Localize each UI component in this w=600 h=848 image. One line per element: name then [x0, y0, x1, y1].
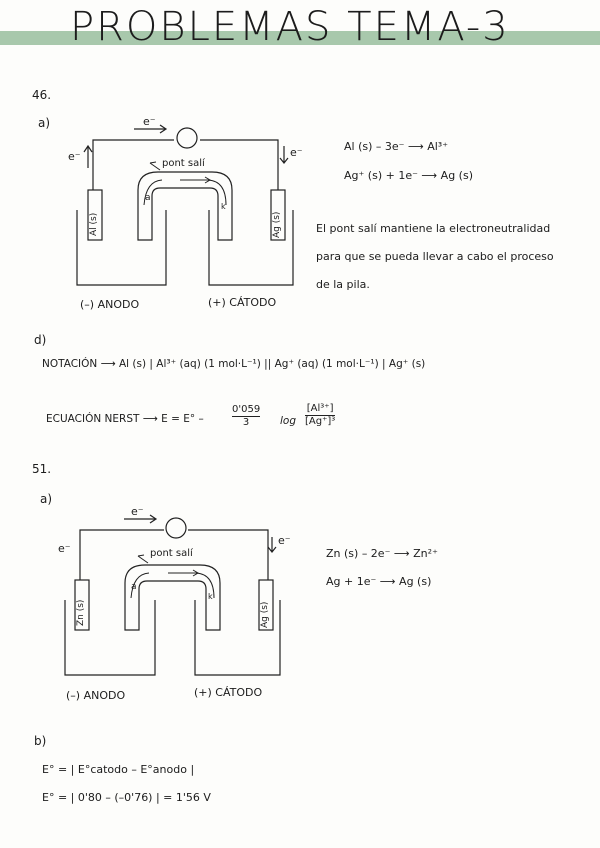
- electron-label-left: e⁻: [68, 150, 81, 163]
- explanation-line-2: para que se pueda llevar a cabo el proce…: [316, 250, 554, 263]
- electron-label-right: e⁻: [290, 146, 303, 159]
- salt-bridge-label: pont salí: [150, 548, 193, 559]
- half-reaction-cathode: Ag + 1e⁻ ⟶ Ag (s): [326, 575, 432, 588]
- fraction-bar: [232, 416, 261, 417]
- standard-potential-formula: E° = | E°catodo – E°anodo |: [42, 763, 195, 776]
- standard-potential-result: E° = | 0'80 – (–0'76) | = 1'56 V: [42, 791, 211, 804]
- nernst-label: ECUACIÓN NERST ⟶ E = E° –: [46, 413, 204, 425]
- salt-bridge-label: pont salí: [162, 158, 205, 169]
- problem-51-part-a: a): [40, 492, 53, 506]
- half-reaction-anode: Zn (s) – 2e⁻ ⟶ Zn²⁺: [326, 547, 438, 560]
- problem-46-part-d: d): [34, 333, 47, 347]
- salt-bridge-cation: k: [221, 202, 226, 211]
- nernst-coefficient-numerator: 0'059: [232, 404, 261, 415]
- nernst-quotient-numerator: [Al³⁺]: [306, 403, 334, 414]
- nernst-quotient-denominator: [Ag⁺]³: [305, 416, 336, 427]
- nernst-coefficient-denominator: 3: [242, 417, 250, 428]
- electrode-right-label: Ag (s): [260, 601, 270, 628]
- anode-label: (–) ANODO: [80, 298, 140, 311]
- electron-label-top: e⁻: [143, 115, 156, 128]
- cell-notation: NOTACIÓN ⟶ Al (s) | Al³⁺ (aq) (1 mol·L⁻¹…: [42, 358, 426, 370]
- electron-label-top: e⁻: [131, 505, 144, 518]
- problem-46-part-a: a): [38, 116, 51, 130]
- title-highlight: [0, 31, 600, 45]
- anode-label: (–) ANODO: [66, 689, 126, 702]
- nernst-log: log: [280, 415, 297, 427]
- explanation-line-1: El pont salí mantiene la electroneutrali…: [316, 222, 551, 235]
- fraction-bar: [305, 415, 336, 416]
- salt-bridge-anion: a: [131, 582, 137, 592]
- electrode-left-label: Al (s): [89, 212, 99, 236]
- cathode-label: (+) CÁTODO: [194, 686, 263, 699]
- cell-diagram-46: [76, 124, 294, 286]
- electron-label-right: e⁻: [278, 534, 291, 547]
- salt-bridge-anion: a: [145, 193, 151, 203]
- page-title: PROBLEMAS TEMA-3: [70, 4, 510, 50]
- half-reaction-anode: Al (s) – 3e⁻ ⟶ Al³⁺: [344, 140, 449, 153]
- problem-46-number: 46.: [32, 88, 52, 102]
- nernst-quotient: [Al³⁺] [Ag⁺]³: [305, 403, 336, 428]
- electron-label-left: e⁻: [58, 542, 71, 555]
- electrode-left-label: Zn (s): [76, 599, 86, 626]
- half-reaction-cathode: Ag⁺ (s) + 1e⁻ ⟶ Ag (s): [344, 169, 473, 182]
- cell-diagram-51: [64, 514, 281, 676]
- nernst-coefficient: 0'059 3: [232, 404, 261, 429]
- problem-51-number: 51.: [32, 462, 52, 476]
- salt-bridge-cation: k: [208, 592, 213, 601]
- electrode-right-label: Ag (s): [272, 211, 282, 238]
- explanation-line-3: de la pila.: [316, 278, 370, 291]
- cathode-label: (+) CÁTODO: [208, 296, 277, 309]
- problem-51-part-b: b): [34, 734, 47, 748]
